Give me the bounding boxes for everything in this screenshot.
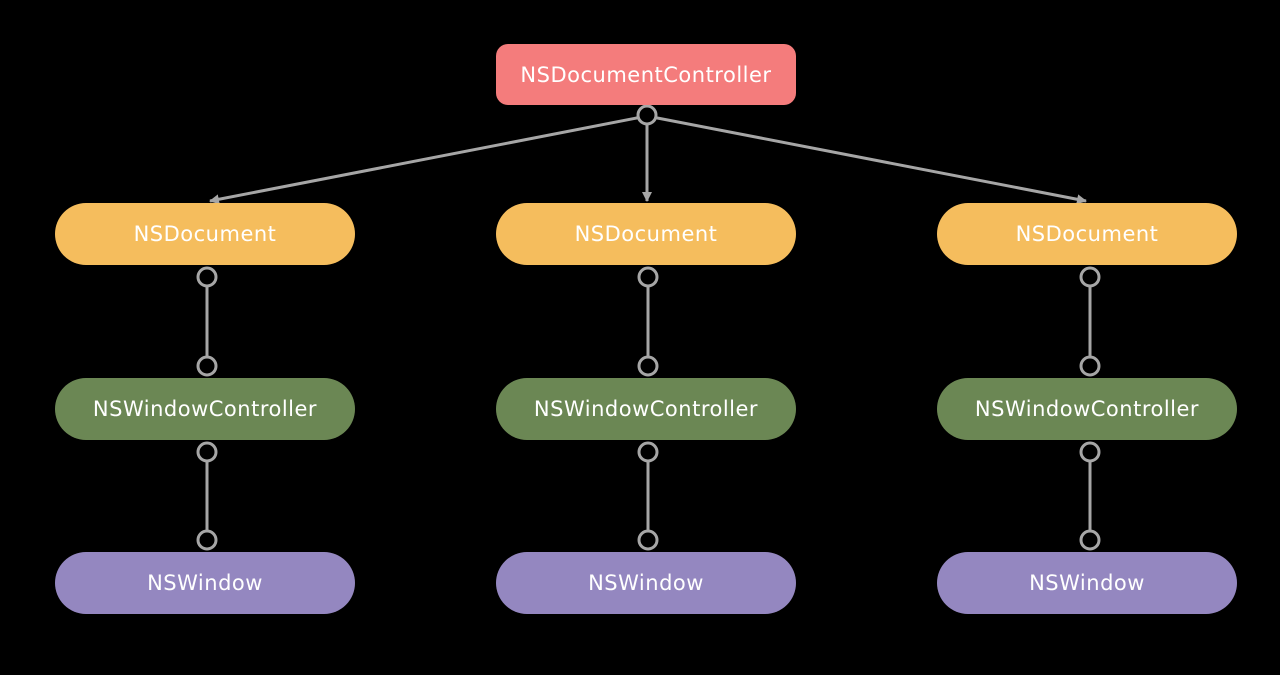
- document-node-3: NSDocument: [937, 203, 1237, 265]
- window-controller-node-1: NSWindowController: [55, 378, 355, 440]
- connector-circle: [1079, 355, 1101, 377]
- window-controller-node-3: NSWindowController: [937, 378, 1237, 440]
- connector-circle: [637, 441, 659, 463]
- connector-circle: [1079, 266, 1101, 288]
- root-connector-circle: [636, 104, 658, 126]
- connector-circle: [637, 266, 659, 288]
- connector-circle: [637, 355, 659, 377]
- connector-circle: [1079, 441, 1101, 463]
- connector-circle: [196, 529, 218, 551]
- document-node-1: NSDocument: [55, 203, 355, 265]
- window-node-3: NSWindow: [937, 552, 1237, 614]
- document-node-2: NSDocument: [496, 203, 796, 265]
- connector-circle: [637, 529, 659, 551]
- root-to-document-3-arrow: [646, 114, 1087, 205]
- connector-circle: [1079, 529, 1101, 551]
- root-to-document-1-arrow: [209, 114, 648, 205]
- root-to-document-connectors: [209, 114, 1087, 205]
- window-node-1: NSWindow: [55, 552, 355, 614]
- window-node-2: NSWindow: [496, 552, 796, 614]
- connector-circle: [196, 266, 218, 288]
- window-controller-node-2: NSWindowController: [496, 378, 796, 440]
- connector-circle: [196, 355, 218, 377]
- connector-circle: [196, 441, 218, 463]
- document-controller-node: NSDocumentController: [496, 44, 796, 105]
